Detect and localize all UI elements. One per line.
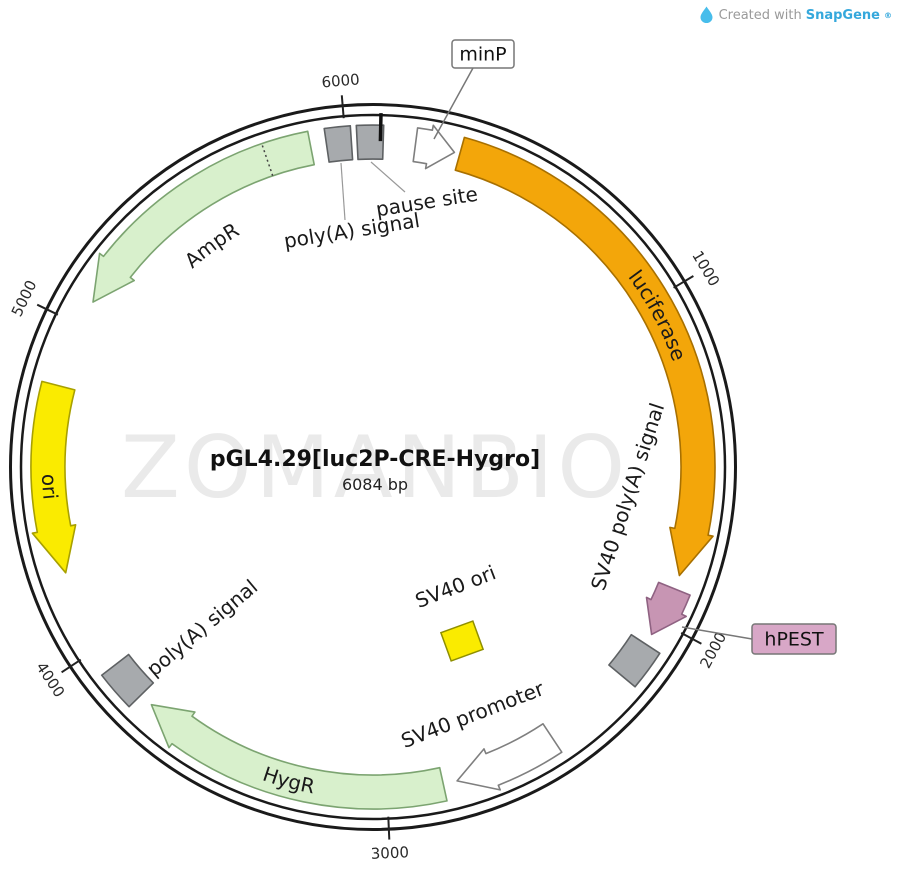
callout-box: [451, 39, 515, 69]
credit-registered: ®: [884, 10, 892, 20]
feature-poly-a-signal: [100, 653, 155, 708]
tick-label: 3000: [370, 843, 409, 863]
backbone-outer-circle: [9, 103, 737, 831]
feature-ampr: [92, 130, 315, 303]
origin-tick: [378, 113, 383, 142]
feature-sv40-poly-a-signal: [608, 633, 661, 688]
feature-luciferase: [454, 136, 716, 577]
tick-mark: [340, 95, 345, 119]
feature-arc-label-ampr: AmpR: [180, 218, 243, 273]
sv40-ori-box: [439, 620, 485, 662]
leader-line: [370, 161, 406, 193]
feature-hpest: [645, 581, 691, 636]
credit-text: Created with: [718, 7, 802, 23]
credit-brand: SnapGene: [805, 7, 880, 23]
feature-ori: [30, 380, 77, 574]
plasmid-name: pGL4.29[luc2P-CRE-Hygro]: [210, 447, 540, 472]
feature-boundary-dotted-line: [260, 143, 274, 177]
tick-mark: [680, 632, 702, 645]
snapgene-droplet-icon: [700, 6, 713, 23]
callout-leader-line: [433, 67, 474, 140]
tick-mark: [673, 275, 694, 289]
feature-pause-site: [355, 124, 385, 161]
feature-label-sv40-ori: SV40 ori: [412, 560, 499, 613]
feature-arc-label-ori: ori: [37, 473, 63, 500]
tick-mark: [387, 816, 391, 840]
feature-sv40-promoter: [456, 723, 563, 791]
tick-label: 6000: [321, 70, 361, 91]
feature-arcs: [30, 124, 716, 810]
tick-label: 5000: [8, 277, 41, 319]
callout-hpest: hPEST: [681, 623, 837, 655]
feature-minp: [412, 124, 456, 170]
snapgene-credit: Created with SnapGene ®: [699, 6, 892, 24]
feature-poly-a-signal: [323, 125, 354, 163]
feature-label-poly-a-signal: poly(A) signal: [282, 208, 421, 253]
callout-text: hPEST: [764, 629, 824, 651]
callout-text: minP: [459, 44, 506, 66]
backbone-inner-circle: [19, 113, 727, 821]
tick-label: 1000: [688, 248, 723, 290]
tick-mark: [36, 303, 59, 316]
tick-label: 4000: [32, 659, 68, 701]
callout-leader-line: [681, 626, 753, 640]
callout-labels: minP hPEST: [433, 39, 837, 655]
callout-minp: minP: [433, 39, 515, 140]
feature-hygr: [150, 703, 448, 810]
feature-label-poly-a-signal: poly(A) signal: [142, 575, 262, 682]
leader-line: [340, 162, 346, 221]
watermark-text: ZOMANBIO: [121, 418, 629, 518]
tick-label: 2000: [696, 629, 730, 671]
callout-box: [751, 623, 837, 655]
tick-mark: [61, 658, 82, 674]
plasmid-size: 6084 bp: [342, 475, 408, 494]
